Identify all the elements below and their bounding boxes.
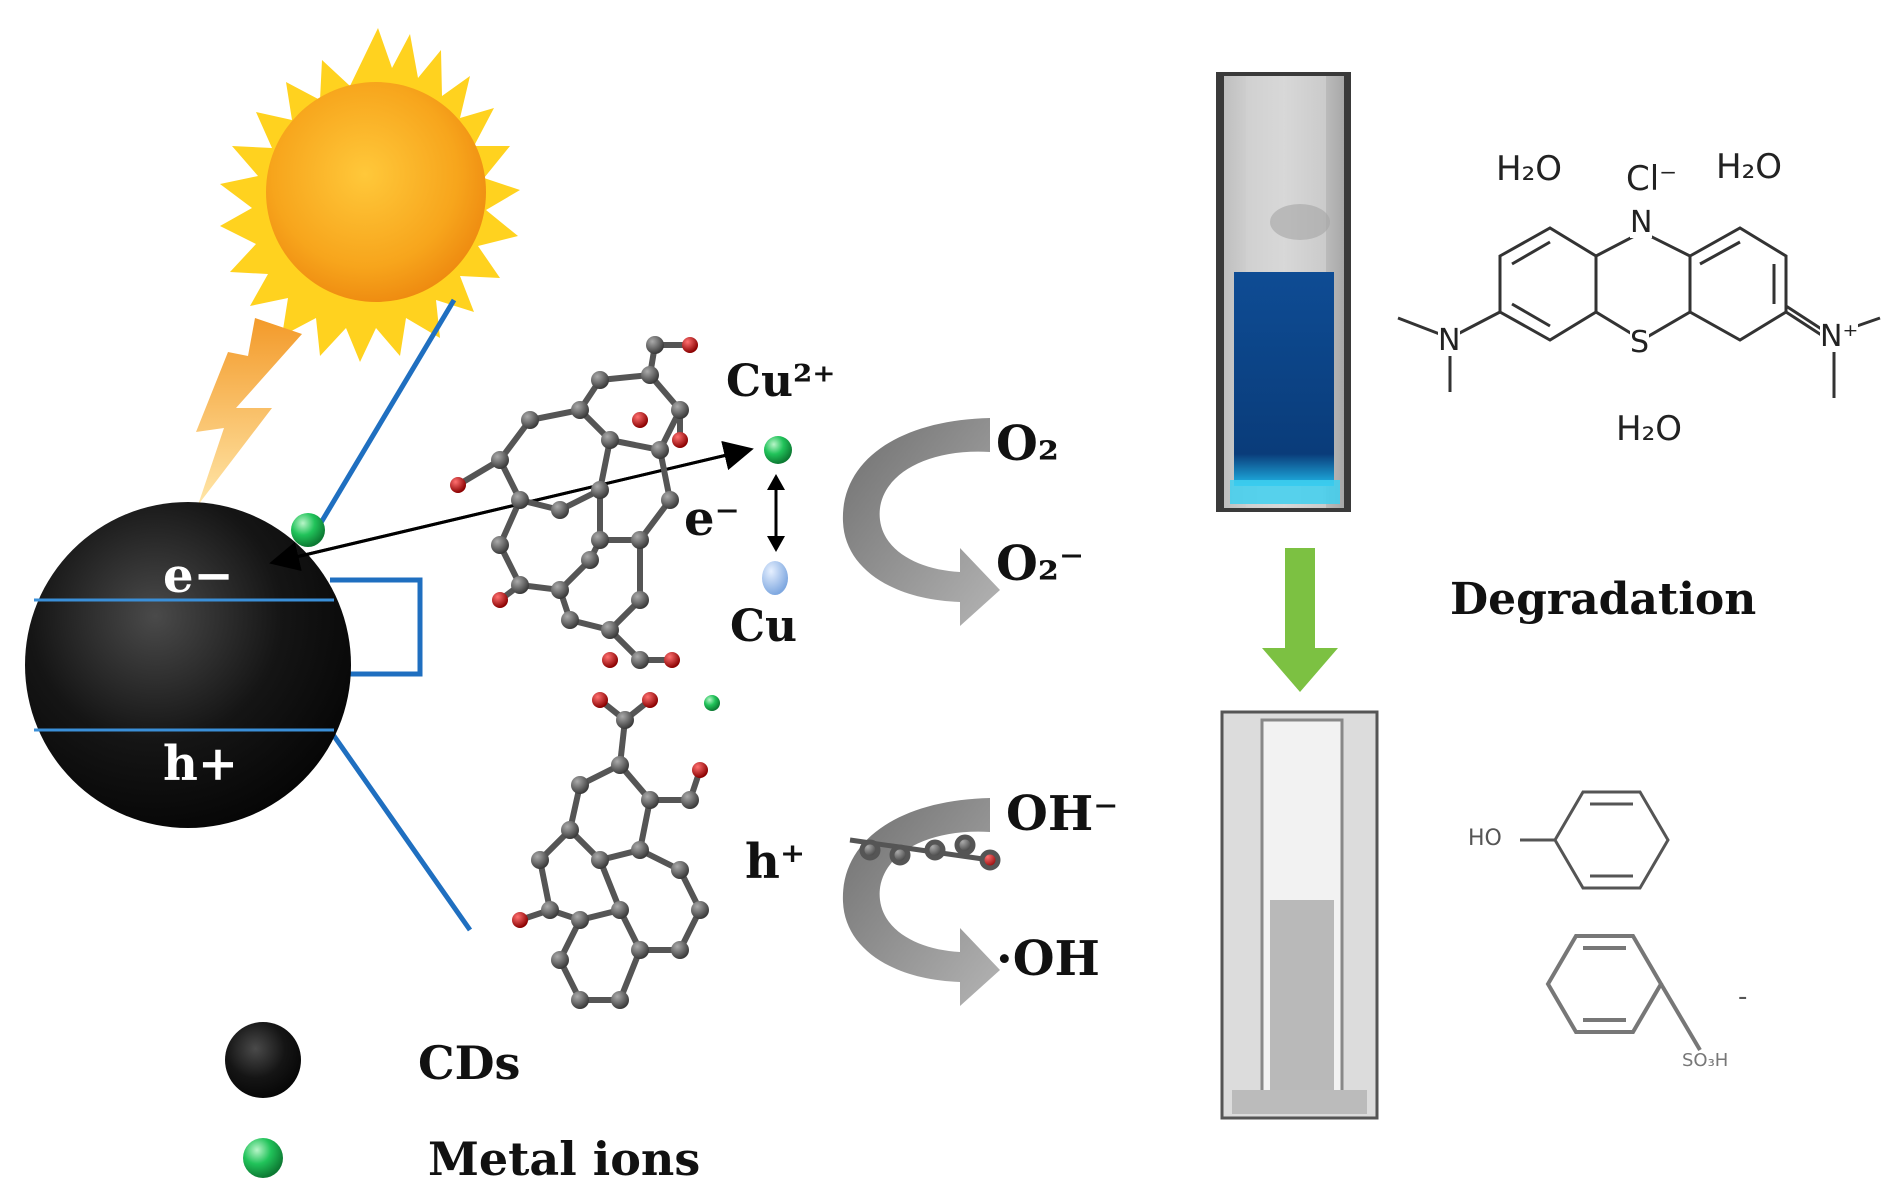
mb-ring-nitrogen: N — [1630, 208, 1652, 238]
benzenesulfonate-structure — [1548, 936, 1700, 1050]
cu-atom-sphere — [762, 561, 788, 595]
connector-line-bottom — [313, 706, 470, 930]
oh-radical-label: ·OH — [996, 935, 1100, 983]
phenol-structure — [1520, 792, 1668, 888]
bottom-molecule-atoms — [512, 692, 709, 1009]
cu-label: Cu — [730, 605, 797, 649]
mb-chloride: Cl⁻ — [1626, 162, 1677, 196]
oxygen-reduction-arrow — [843, 418, 1000, 626]
cu2-ion-sphere — [764, 436, 792, 464]
oh-minus-label: OH⁻ — [1006, 790, 1119, 838]
degradation-label: Degradation — [1450, 578, 1756, 622]
sun-icon — [220, 28, 520, 362]
mb-right-nitrogen: N⁺ — [1820, 322, 1858, 352]
cu-redox-arrow-up — [767, 474, 785, 490]
legend-cds-icon — [225, 1022, 301, 1098]
hole-mid-label: h⁺ — [745, 838, 805, 886]
o2-label: O₂ — [996, 420, 1059, 468]
legend-cds-label: CDs — [418, 1040, 520, 1086]
hole-label: h+ — [163, 740, 238, 788]
sulfonate-charge-label: - — [1738, 984, 1747, 1010]
mb-water-1: H₂O — [1496, 152, 1562, 186]
cu-redox-arrow-down — [767, 536, 785, 552]
cu2-label: Cu²⁺ — [726, 360, 836, 404]
cuvette-before — [1216, 72, 1351, 512]
metal-ion-sphere — [291, 513, 325, 547]
mb-water-2: H₂O — [1716, 150, 1782, 184]
mb-ring-sulfur: S — [1630, 328, 1649, 358]
sulfonate-label: SO₃H — [1682, 1052, 1728, 1070]
hydroxyl-oxidation-arrow — [843, 798, 1000, 1006]
o2-radical-label: O₂⁻ — [996, 540, 1084, 588]
small-metal-ion — [704, 695, 720, 711]
mb-left-nitrogen: N — [1438, 326, 1460, 356]
lightning-bolt-icon — [196, 318, 302, 505]
electron-mid-label: e⁻ — [684, 495, 740, 543]
mb-water-3: H₂O — [1616, 412, 1682, 446]
degradation-down-arrow — [1262, 548, 1338, 692]
phenol-hydroxyl-label: HO — [1468, 828, 1502, 850]
cuvette-after — [1222, 712, 1377, 1118]
legend-metal-ion-icon — [243, 1138, 283, 1178]
legend-metal-label: Metal ions — [428, 1136, 700, 1182]
methylene-blue-structure — [1398, 228, 1880, 398]
electron-label: e− — [163, 552, 234, 600]
